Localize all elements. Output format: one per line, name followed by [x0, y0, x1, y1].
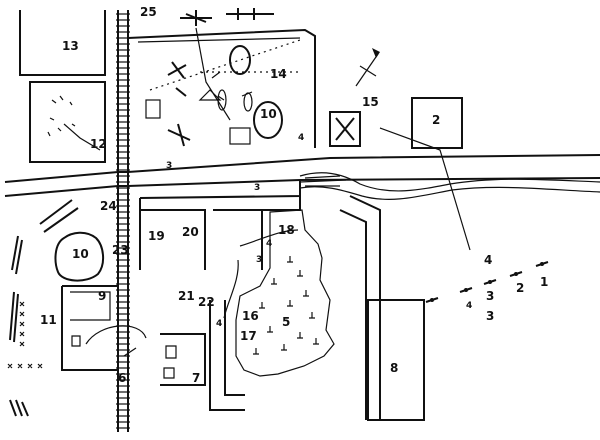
north-arrow-icon — [355, 48, 380, 87]
pond-10-left — [54, 231, 104, 282]
building-15 — [329, 111, 361, 147]
label-19: 19 — [148, 229, 165, 243]
main-road — [4, 154, 600, 197]
label-22: 22 — [198, 295, 215, 309]
label-2-building: 2 — [432, 113, 440, 127]
woods-trees — [253, 256, 319, 355]
label-3-vehicle: 3 — [486, 309, 494, 323]
label-15: 15 — [362, 95, 379, 109]
label-10-left: 10 — [72, 247, 89, 261]
pond-14 — [229, 45, 251, 75]
label-2-vehicle: 2 — [516, 281, 524, 295]
inner-roads — [139, 180, 301, 270]
block-12-outline — [29, 81, 106, 163]
small-label-3-b: 3 — [256, 255, 262, 265]
label-10-top: 10 — [260, 107, 277, 121]
building-15-mark — [335, 117, 355, 141]
building-2 — [411, 97, 463, 149]
label-18: 18 — [278, 223, 295, 237]
small-labels: 3 4 3 4 3 4 — [166, 133, 304, 329]
river — [299, 172, 600, 200]
block-7-outline — [160, 333, 206, 386]
label-14: 14 — [270, 67, 287, 81]
block-12-scribbles — [47, 95, 76, 137]
label-5: 5 — [282, 315, 290, 329]
label-24: 24 — [100, 199, 117, 213]
area-labels: 25 13 14 10 15 2 12 24 19 20 18 10 23 9 … — [40, 5, 548, 385]
label-7: 7 — [192, 371, 200, 385]
mines-x-marks — [7, 301, 43, 369]
small-label-3-c: 3 — [166, 161, 172, 171]
label-21: 21 — [178, 289, 195, 303]
label-12: 12 — [90, 137, 107, 151]
label-1-vehicle: 1 — [540, 275, 548, 289]
south-roads — [209, 195, 381, 420]
label-25: 25 — [140, 5, 157, 19]
label-20: 20 — [182, 225, 199, 239]
block-9-inner — [70, 291, 111, 347]
label-4-vehicle: 4 — [466, 301, 472, 311]
label-11: 11 — [40, 313, 57, 327]
label-6: 6 — [118, 371, 126, 385]
pond-10-top — [253, 101, 283, 139]
small-label-4-a: 4 — [298, 133, 304, 143]
small-label-3-a: 3 — [254, 183, 260, 193]
label-8: 8 — [390, 361, 398, 375]
small-label-4-c: 4 — [216, 319, 222, 329]
label-9: 9 — [98, 289, 106, 303]
building-8 — [367, 299, 425, 421]
trench-lines — [9, 199, 79, 417]
attack-arrows — [63, 27, 471, 357]
railway-vertical — [116, 10, 130, 432]
aircraft-group-top — [167, 8, 274, 147]
label-13: 13 — [62, 39, 79, 53]
block-14-inner — [137, 37, 301, 43]
block-9-outline — [61, 285, 118, 371]
label-23: 23 — [112, 243, 129, 257]
label-4-column: 4 — [484, 253, 492, 267]
label-3-column: 3 — [486, 289, 494, 303]
block-14-outline — [127, 28, 316, 148]
vehicle-columns — [425, 261, 549, 303]
woods-outline — [235, 209, 335, 377]
block-7-inner — [163, 345, 177, 379]
hangar-sketches — [145, 71, 253, 145]
block-14-fence — [149, 39, 301, 91]
small-label-4-b: 4 — [266, 239, 272, 249]
label-16: 16 — [242, 309, 259, 323]
block-13-outline — [19, 10, 106, 76]
label-17: 17 — [240, 329, 257, 343]
